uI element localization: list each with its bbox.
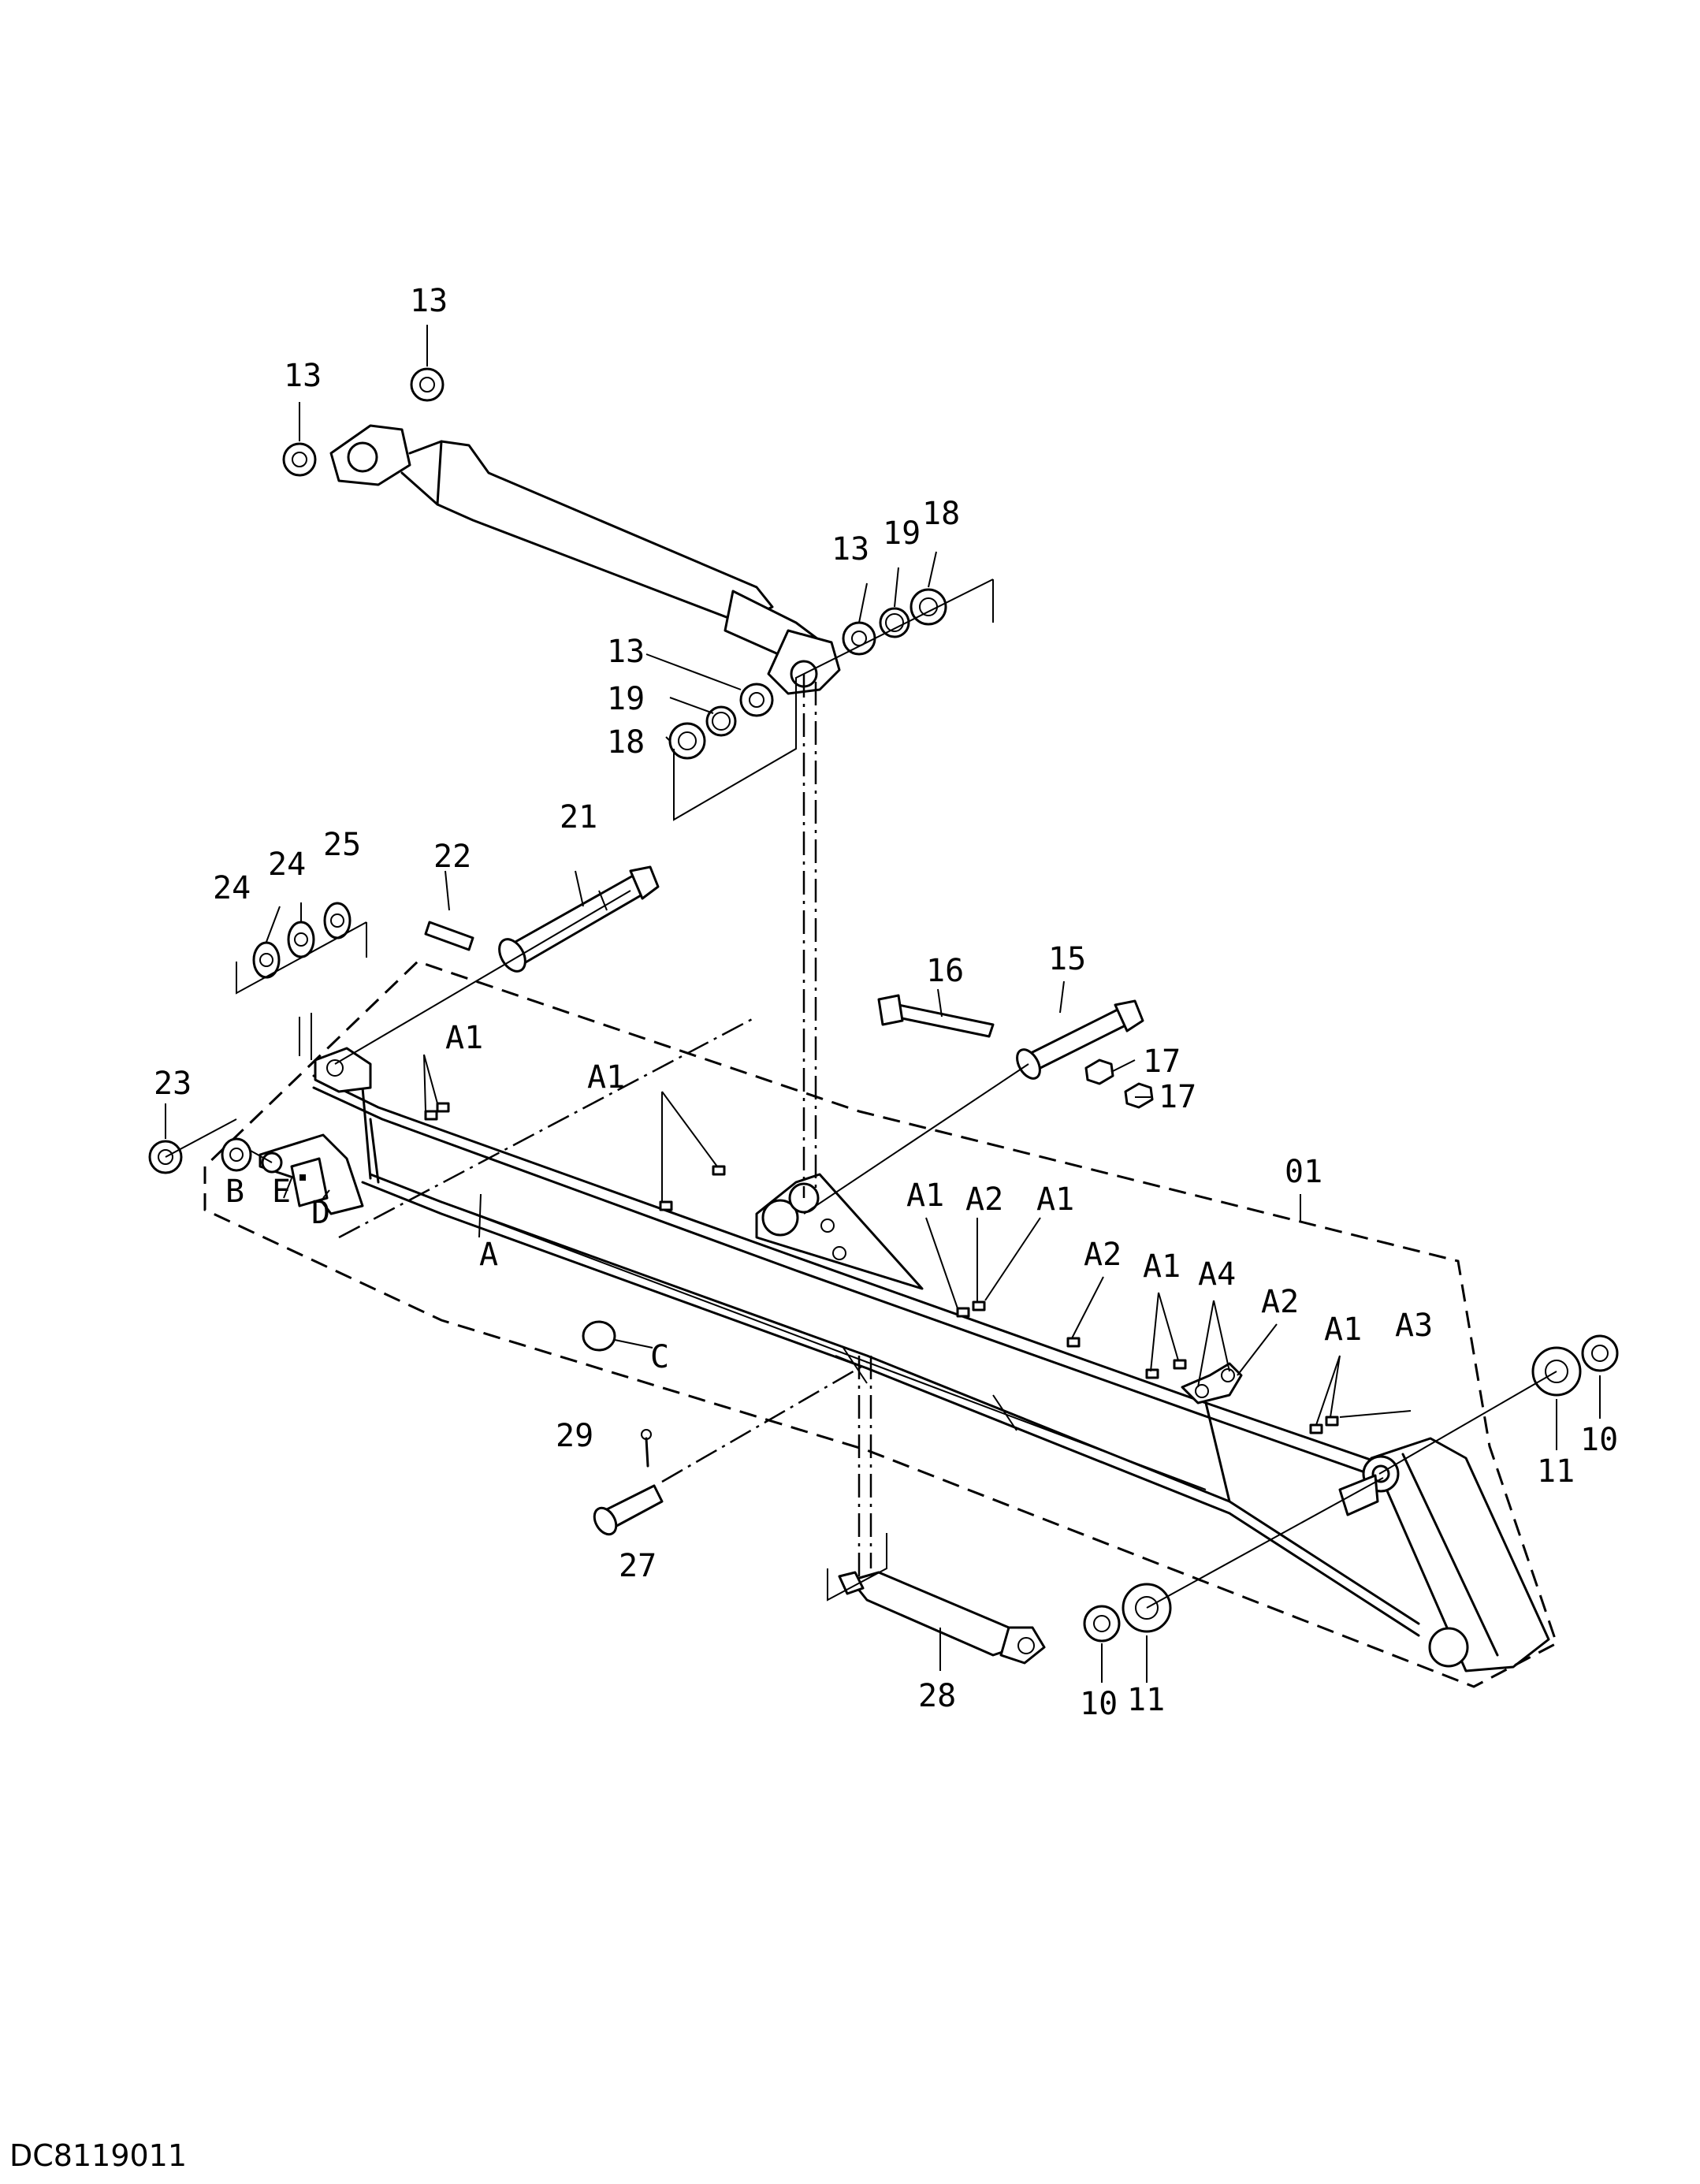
callout-label: 10 (1080, 1686, 1118, 1722)
callout-label: E (272, 1174, 291, 1210)
callout-label: A2 (1084, 1237, 1122, 1273)
callout-label: 24 (268, 846, 306, 883)
callout-label: 17 (1143, 1044, 1181, 1080)
callout-label: 11 (1537, 1453, 1575, 1490)
callout-labels: 13 13 13 13 13 19 19 18 18 21 22 24 24 2… (154, 283, 1618, 1722)
callout-label: 19 (883, 515, 921, 552)
callout-label: A1 (906, 1178, 944, 1214)
callout-label: 19 (607, 681, 645, 717)
callout-label: 16 (926, 953, 964, 989)
leader-lines (165, 325, 1601, 1683)
callout-label: 18 (922, 496, 960, 532)
callout-label: A4 (1198, 1256, 1236, 1293)
callout-label: 24 (213, 870, 251, 906)
drawing-code: DC8119011 (9, 2138, 187, 2173)
callout-label: B (225, 1174, 244, 1210)
callout-label: D (311, 1195, 330, 1231)
arm-cylinder (329, 424, 841, 695)
callout-label: 23 (154, 1066, 192, 1102)
callout-label: 13 (410, 283, 448, 319)
callout-label: 17 (1159, 1079, 1196, 1115)
callout-label: 27 (619, 1548, 657, 1584)
callout-label: 28 (918, 1678, 956, 1714)
callout-label: 13 (607, 634, 645, 670)
callout-label: A2 (1261, 1284, 1299, 1320)
callout-label: 13 (831, 531, 869, 567)
callout-label: 15 (1048, 941, 1086, 977)
callout-label: 10 (1580, 1422, 1618, 1458)
callout-label: 22 (433, 839, 471, 875)
assembly-01-outline (203, 960, 1558, 1688)
callout-label: 25 (323, 827, 361, 863)
callout-label: A1 (587, 1059, 625, 1096)
callout-label: 21 (560, 799, 597, 835)
callout-label: A2 (965, 1181, 1003, 1218)
callout-label: A3 (1395, 1308, 1433, 1344)
callout-label: 29 (556, 1418, 593, 1454)
boom-body (259, 1047, 1550, 1672)
small-cylinder (838, 1571, 1046, 1665)
callout-label: 13 (284, 358, 322, 394)
callout-label: 18 (607, 724, 645, 761)
callout-label: C (650, 1339, 669, 1375)
callout-label: A (479, 1237, 498, 1273)
callout-label: A1 (1324, 1312, 1362, 1348)
callout-label: A1 (1143, 1248, 1181, 1285)
assembly-lines (165, 579, 1557, 1609)
callout-label: 11 (1127, 1682, 1165, 1718)
callout-label: A1 (445, 1020, 483, 1056)
callout-label: 01 (1285, 1154, 1322, 1190)
callout-label: A1 (1036, 1181, 1074, 1218)
